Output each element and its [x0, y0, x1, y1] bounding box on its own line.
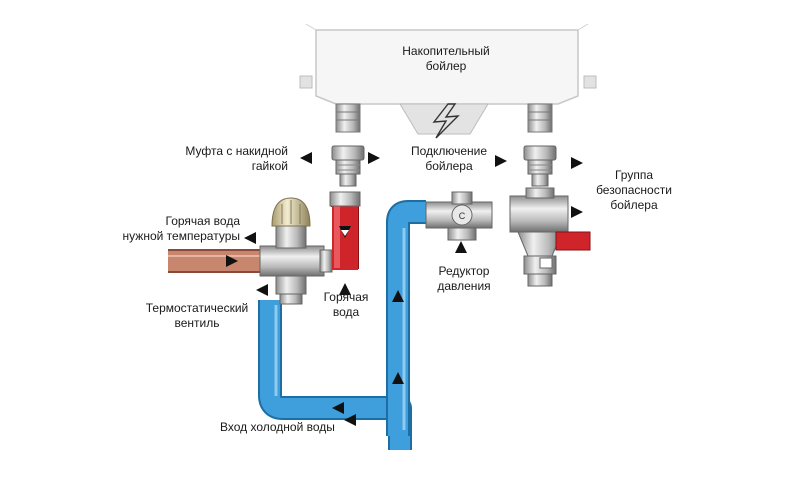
hot-water-pipe	[329, 191, 361, 270]
pressure-gauge	[451, 204, 473, 226]
triangle-pointer-icon	[571, 157, 583, 169]
mixed-hot-water-pipe	[168, 249, 262, 273]
svg-text:C: C	[459, 211, 466, 221]
triangle-pointer-icon	[344, 414, 356, 426]
thermostatic-valve	[259, 197, 333, 305]
flow-direction-arrow-icon	[392, 290, 404, 302]
heater-flange	[399, 103, 489, 135]
coupling-right	[523, 145, 557, 187]
triangle-pointer-icon	[368, 152, 380, 164]
boiler-nozzle-right	[527, 103, 553, 133]
boiler-mount-right	[583, 75, 597, 89]
triangle-pointer-icon	[300, 152, 312, 164]
triangle-pointer-icon	[455, 241, 467, 253]
cold-water-pipe	[258, 200, 426, 450]
pointer-markers	[244, 152, 583, 426]
label-cold-water-inlet: Вход холодной воды	[220, 420, 335, 434]
boiler-mount-left	[299, 75, 313, 89]
triangle-pointer-icon	[571, 206, 583, 218]
coupling-left	[331, 145, 365, 187]
triangle-pointer-icon	[339, 283, 351, 295]
pressure-reducer: C	[425, 191, 493, 241]
boiler-nozzle-left	[335, 103, 361, 133]
triangle-pointer-icon	[495, 155, 507, 167]
flow-direction-arrow-icon	[392, 372, 404, 384]
flow-direction-arrow-icon	[332, 402, 344, 414]
safety-valve-lever	[555, 231, 591, 251]
lightning-bolt-icon	[432, 103, 460, 139]
triangle-pointer-icon	[244, 232, 256, 244]
flow-direction-arrow-icon	[226, 255, 238, 267]
triangle-pointer-icon	[256, 284, 268, 296]
boiler	[299, 23, 597, 139]
safety-group	[509, 187, 591, 287]
